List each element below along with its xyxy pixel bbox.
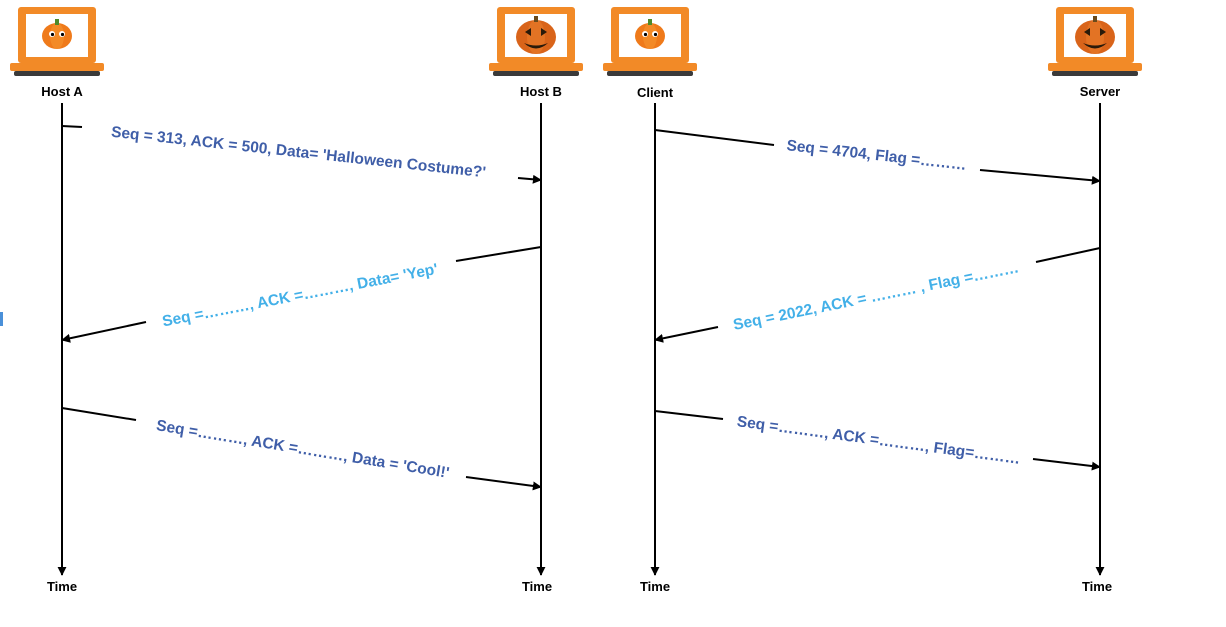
left-diagram: Host A Host B Time Time Seq = 313, ACK =… (10, 7, 583, 594)
laptop-jack-o-lantern-icon (1048, 7, 1142, 76)
message-1-arrow-end (517, 174, 542, 184)
message-3-arrow-start (61, 407, 137, 421)
message-5-arrow-end (654, 326, 719, 343)
edge-marker (0, 312, 3, 326)
server-time-label: Time (1082, 579, 1112, 594)
host-a-label: Host A (41, 84, 83, 99)
message-1-label: Seq = 313, ACK = 500, Data= 'Halloween C… (110, 124, 486, 182)
laptop-pumpkin-icon (603, 7, 697, 76)
message-4-arrow-start (654, 129, 775, 146)
message-3-arrow-end (465, 476, 542, 491)
laptop-pumpkin-icon (10, 7, 104, 76)
message-4-label: Seq = 4704, Flag =……… (786, 137, 968, 174)
message-6-label: Seq =………, ACK =………, Flag=……… (736, 413, 1022, 468)
right-diagram: Client Server Time Time Seq = 4704, Flag… (603, 7, 1142, 594)
message-2-arrow-end (61, 321, 147, 343)
host-a-time-label: Time (47, 579, 77, 594)
laptop-jack-o-lantern-icon (489, 7, 583, 76)
client-label: Client (637, 85, 674, 100)
client-time-label: Time (640, 579, 670, 594)
message-2-label: Seq =………, ACK =………, Data= 'Yep' (161, 261, 439, 331)
message-1-arrow-start (61, 125, 83, 128)
message-6-arrow-end (1032, 458, 1101, 471)
message-4-arrow-end (979, 169, 1101, 185)
host-b-time-label: Time (522, 579, 552, 594)
server-label: Server (1080, 84, 1120, 99)
message-3-label: Seq =………, ACK =………, Data = 'Cool!' (155, 417, 450, 482)
message-5-label: Seq = 2022, ACK = ……… , Flag =……… (732, 259, 1021, 334)
message-2-arrow-start (455, 246, 542, 262)
message-6-arrow-start (654, 410, 724, 420)
host-b-label: Host B (520, 84, 562, 99)
message-5-arrow-start (1035, 247, 1101, 263)
